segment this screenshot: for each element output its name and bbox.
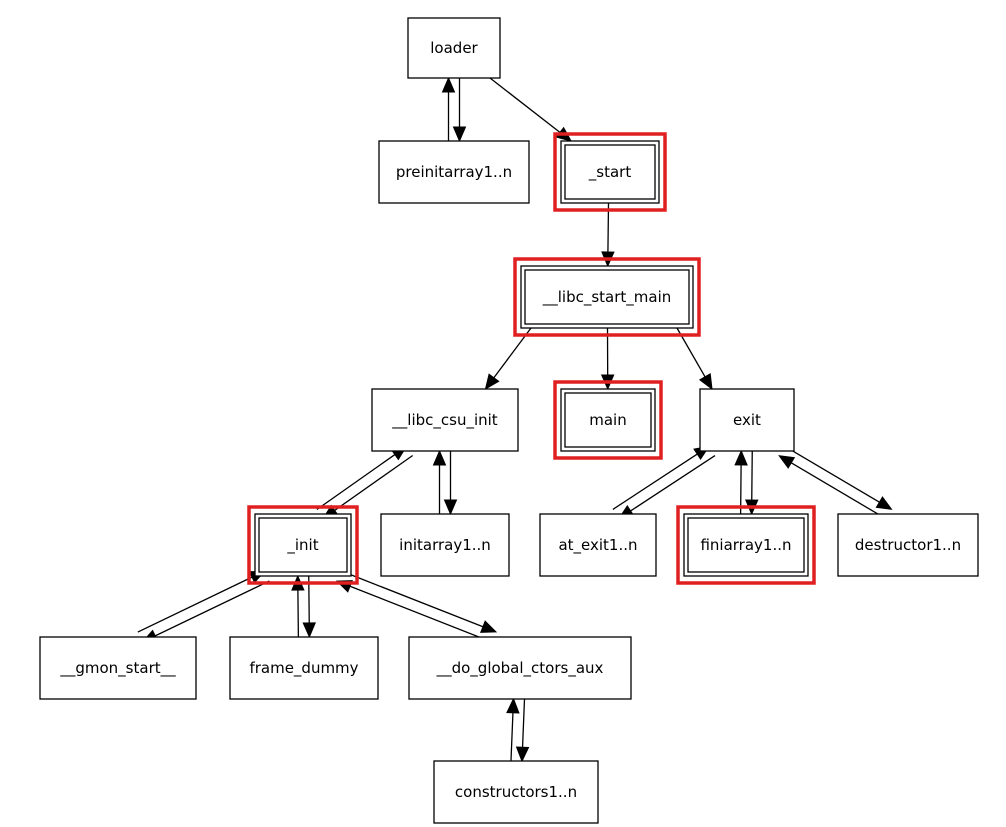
node-preinitarray: preinitarray1..n xyxy=(378,140,530,204)
node-label: at_exit1..n xyxy=(558,536,637,555)
edge-do_global_ctors_aux-to-constructors xyxy=(515,699,530,763)
node-loader: loader xyxy=(407,17,501,79)
nodes-layer: loader preinitarray1..n _start __libc_start… xyxy=(39,17,979,824)
node-box xyxy=(683,513,809,577)
node-finiarray: finiarray1..n xyxy=(676,505,816,585)
edge-start-to-libc_start_main xyxy=(601,202,615,268)
node-box xyxy=(560,140,660,204)
node-inner-box xyxy=(687,517,805,573)
node-box xyxy=(380,513,510,577)
edge-gmon_start-to-init xyxy=(137,570,266,633)
highlight-frame xyxy=(553,132,667,212)
highlight-frame xyxy=(553,380,663,460)
node-label: frame_dummy xyxy=(249,659,358,678)
node-label: destructor1..n xyxy=(855,536,961,554)
edge-init-to-do_global_ctors_aux xyxy=(340,570,498,633)
node-label: _init xyxy=(286,536,318,555)
node-do-global-ctors-aux: __do_global_ctors_aux xyxy=(408,636,632,700)
node-label: finiarray1..n xyxy=(700,536,791,554)
edge-init-to-frame_dummy xyxy=(302,575,316,639)
node-inner-box xyxy=(564,392,652,448)
edge-exit-to-destructor xyxy=(784,445,893,510)
node-inner-box xyxy=(564,144,656,200)
node-at-exit: at_exit1..n xyxy=(539,513,657,577)
highlight-frame xyxy=(247,505,359,585)
edge-loader-to-start xyxy=(489,77,573,142)
edge-libc_start_main-to-exit xyxy=(676,327,713,391)
edge-destructor-to-exit xyxy=(778,455,887,520)
node-label: exit xyxy=(733,411,761,429)
node-frame-dummy: frame_dummy xyxy=(229,636,379,700)
node-box xyxy=(378,140,530,204)
node-inner-box xyxy=(258,517,348,573)
node-box xyxy=(433,760,599,824)
node-inner-box xyxy=(524,269,690,325)
edge-libc_start_main-to-libc_csu_init xyxy=(484,327,532,391)
node-exit: exit xyxy=(699,388,795,452)
node-box xyxy=(837,513,979,577)
node-box xyxy=(407,17,501,79)
edge-exit-to-finiarray xyxy=(745,451,759,516)
node-box xyxy=(371,388,519,452)
node-gmon-start: __gmon_start__ xyxy=(39,636,197,700)
highlight-frame xyxy=(513,257,701,337)
edge-frame_dummy-to-init xyxy=(291,574,305,638)
node-label: main xyxy=(589,411,626,429)
edge-exit-to-at_exit xyxy=(617,455,716,520)
edge-loader-to-preinitarray xyxy=(452,78,467,143)
edge-preinitarray-to-loader xyxy=(441,76,456,141)
edge-initarray-to-libc_csu_init xyxy=(432,449,447,514)
node-box xyxy=(520,265,694,329)
edge-init-to-gmon_start xyxy=(141,580,270,643)
node-label: constructors1..n xyxy=(455,783,577,801)
node-destructor: destructor1..n xyxy=(837,513,979,577)
node-constructors: constructors1..n xyxy=(433,760,599,824)
node-box xyxy=(699,388,795,452)
edge-init-to-libc_csu_init xyxy=(316,445,408,511)
node-init: _init xyxy=(247,505,359,585)
node-main: main xyxy=(553,380,663,460)
node-start: _start xyxy=(553,132,667,212)
node-label: __libc_start_main xyxy=(542,288,672,307)
edge-libc_start_main-to-main xyxy=(600,327,615,391)
edge-libc_csu_init-to-initarray xyxy=(443,451,458,516)
edge-do_global_ctors_aux-to-init xyxy=(335,580,493,643)
node-initarray: initarray1..n xyxy=(380,513,510,577)
node-box xyxy=(39,636,197,700)
edge-libc_csu_init-to-init xyxy=(322,454,414,520)
node-label: preinitarray1..n xyxy=(396,163,512,181)
node-box xyxy=(408,636,632,700)
node-libc-start-main: __libc_start_main xyxy=(513,257,701,337)
node-box xyxy=(229,636,379,700)
node-label: loader xyxy=(430,39,478,57)
node-label: _start xyxy=(588,163,632,182)
node-libc-csu-init: __libc_csu_init xyxy=(371,388,519,452)
node-box xyxy=(539,513,657,577)
edge-finiarray-to-exit xyxy=(734,449,748,514)
node-label: __do_global_ctors_aux xyxy=(436,659,604,678)
node-box xyxy=(560,388,656,452)
node-box xyxy=(254,513,352,577)
node-label: __libc_csu_init xyxy=(391,411,498,430)
node-label: initarray1..n xyxy=(399,536,491,554)
highlight-frame xyxy=(676,505,816,585)
edge-constructors-to-do_global_ctors_aux xyxy=(506,697,520,761)
node-label: __gmon_start__ xyxy=(59,659,176,678)
